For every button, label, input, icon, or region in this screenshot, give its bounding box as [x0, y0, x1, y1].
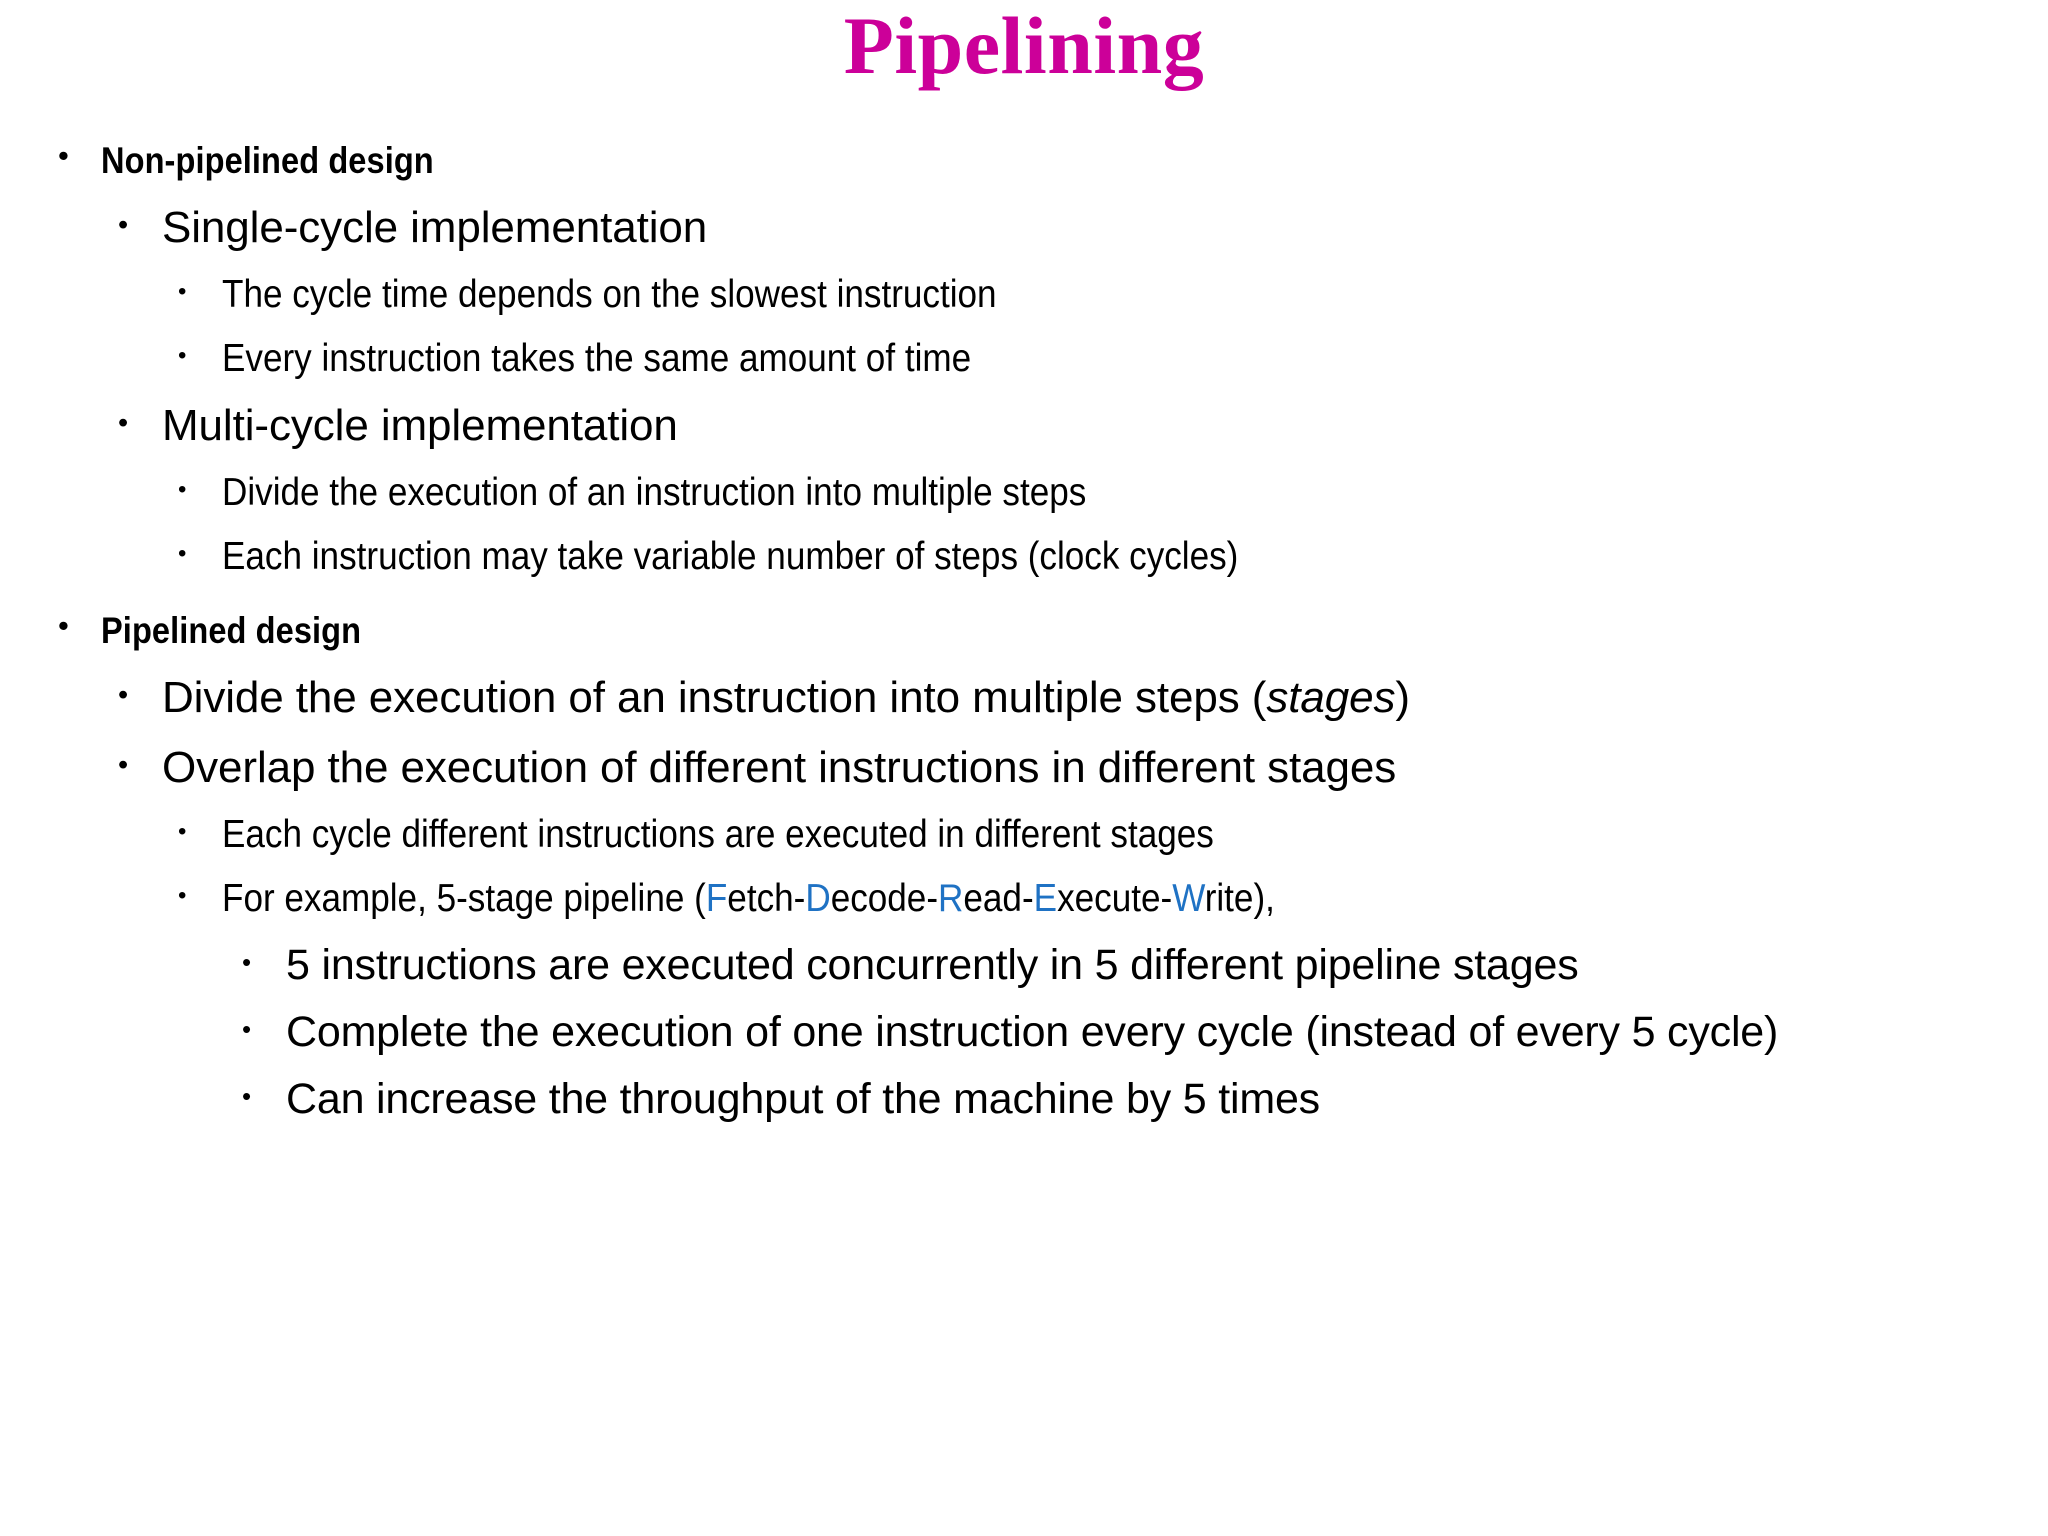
- bullet-each-cycle-different-stages: • Each cycle different instructions are …: [0, 810, 2048, 860]
- bullet-label: Pipelined design: [101, 610, 362, 651]
- bullet-label: Single-cycle implementation: [162, 203, 708, 252]
- bullet-five-instructions-concurrent: • 5 instructions are executed concurrent…: [0, 938, 2048, 993]
- bullet-point-icon: •: [118, 749, 129, 781]
- bullet-variable-number-of-steps: • Each instruction may take variable num…: [0, 532, 2048, 582]
- stage-rest-f: etch: [727, 877, 794, 920]
- bullet-label: The cycle time depends on the slowest in…: [222, 273, 997, 316]
- bullet-point-icon: •: [58, 138, 69, 173]
- bullet-label: 5 instructions are executed concurrently…: [286, 941, 1579, 989]
- bullet-label: Complete the execution of one instructio…: [286, 1008, 1779, 1056]
- stage-rest-r: ead: [963, 877, 1022, 920]
- bullet-point-icon: •: [178, 882, 187, 909]
- bullet-pipelined-divide-into-stages: • Divide the execution of an instruction…: [0, 670, 2048, 726]
- stage-initial-f: F: [705, 877, 728, 920]
- divide-suffix-text: ): [1395, 673, 1410, 722]
- stage-initial-d: D: [805, 877, 831, 920]
- stage-rest-w: rite: [1204, 877, 1254, 920]
- slide-body: • Non-pipelined design • Single-cycle im…: [0, 138, 2048, 1139]
- bullet-point-icon: •: [178, 278, 187, 305]
- bullet-point-icon: •: [118, 407, 129, 439]
- example-prefix-text: For example, 5-stage pipeline (: [222, 877, 706, 920]
- bullet-label: Overlap the execution of different instr…: [162, 743, 1397, 792]
- bullet-label: Each instruction may take variable numbe…: [222, 535, 1239, 578]
- pipeline-stage-names: Fetch-Decode-Read-Execute-Write: [706, 877, 1254, 920]
- bullet-pipelined-design: • Pipelined design: [0, 608, 2048, 654]
- bullet-divide-execution-multiple-steps: • Divide the execution of an instruction…: [0, 468, 2048, 518]
- bullet-non-pipelined-design: • Non-pipelined design: [0, 138, 2048, 184]
- bullet-label: Non-pipelined design: [101, 140, 434, 181]
- bullet-label: Divide the execution of an instruction i…: [222, 471, 1087, 514]
- bullet-point-icon: •: [178, 818, 187, 845]
- stage-separator: -: [926, 877, 939, 920]
- bullet-label: Multi-cycle implementation: [162, 401, 678, 450]
- page-title: Pipelining: [843, 0, 1205, 91]
- bullet-cycle-time-slowest-instruction: • The cycle time depends on the slowest …: [0, 270, 2048, 320]
- bullet-label: Can increase the throughput of the machi…: [286, 1075, 1320, 1123]
- bullet-label: Every instruction takes the same amount …: [222, 337, 972, 380]
- divide-prefix-text: Divide the execution of an instruction i…: [162, 673, 1267, 722]
- bullet-point-icon: •: [178, 540, 187, 567]
- stage-initial-r: R: [938, 877, 964, 920]
- bullet-point-icon: •: [178, 342, 187, 369]
- bullet-label: Each cycle different instructions are ex…: [222, 813, 1214, 856]
- stage-separator: -: [1021, 877, 1034, 920]
- bullet-increase-throughput-5x: • Can increase the throughput of the mac…: [0, 1072, 2048, 1127]
- bullet-point-icon: •: [242, 1014, 252, 1044]
- bullet-single-cycle-implementation: • Single-cycle implementation: [0, 200, 2048, 256]
- stage-separator: -: [793, 877, 806, 920]
- bullet-overlap-execution: • Overlap the execution of different ins…: [0, 740, 2048, 796]
- bullet-label: For example, 5-stage pipeline (Fetch-Dec…: [222, 874, 1865, 924]
- bullet-label: Divide the execution of an instruction i…: [162, 670, 2048, 726]
- bullet-point-icon: •: [242, 1081, 252, 1111]
- bullet-point-icon: •: [58, 608, 69, 643]
- bullet-point-icon: •: [178, 476, 187, 503]
- bullet-five-stage-pipeline-example: • For example, 5-stage pipeline (Fetch-D…: [0, 874, 2048, 924]
- bullet-every-instruction-same-time: • Every instruction takes the same amoun…: [0, 334, 2048, 384]
- bullet-complete-one-instruction-per-cycle: • Complete the execution of one instruct…: [0, 1005, 2048, 1060]
- example-suffix-text: ),: [1253, 877, 1275, 920]
- stage-rest-d: ecode: [830, 877, 927, 920]
- stage-initial-w: W: [1172, 877, 1205, 920]
- stage-separator: -: [1160, 877, 1173, 920]
- bullet-point-icon: •: [118, 209, 129, 241]
- bullet-point-icon: •: [242, 947, 252, 977]
- bullet-multi-cycle-implementation: • Multi-cycle implementation: [0, 398, 2048, 454]
- stage-initial-e: E: [1033, 877, 1058, 920]
- stage-rest-e: xecute: [1057, 877, 1161, 920]
- bullet-point-icon: •: [118, 679, 129, 711]
- stages-emphasis-text: stages: [1266, 673, 1396, 722]
